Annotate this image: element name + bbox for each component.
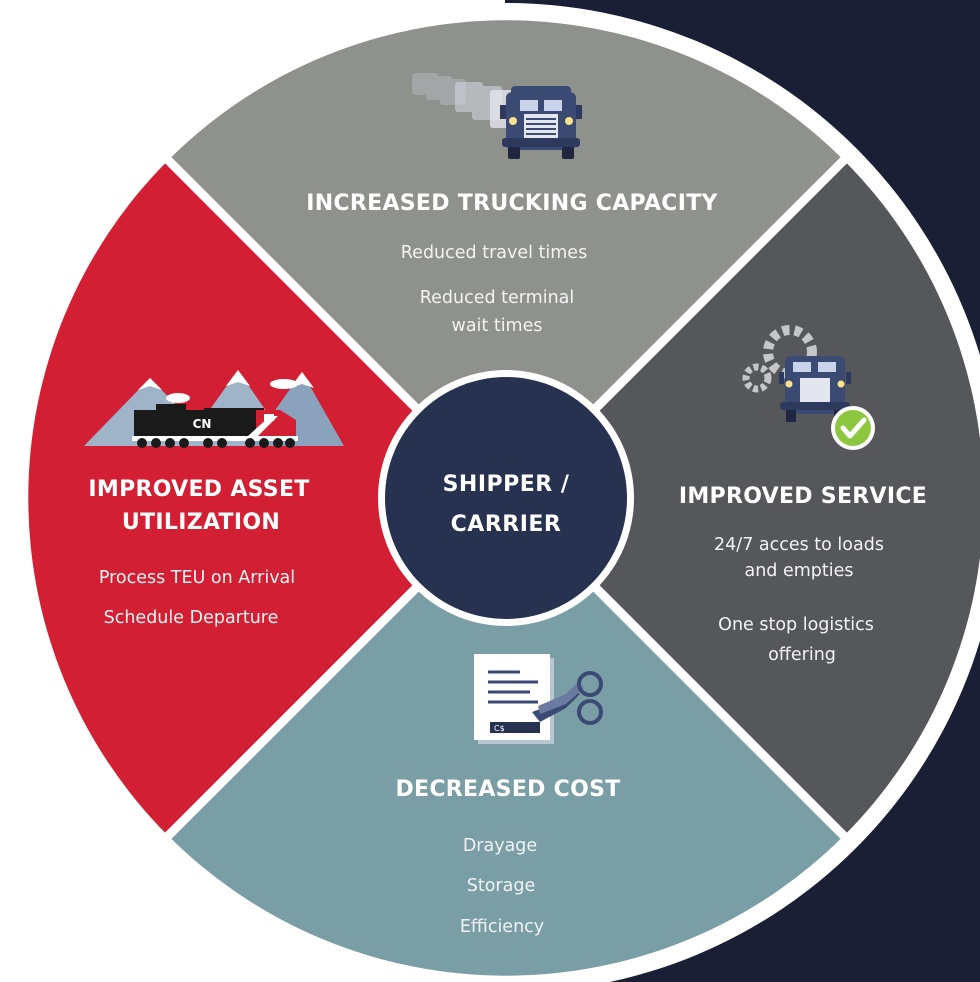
segment-bottom-item-1: Drayage bbox=[462, 836, 538, 856]
segment-left-title-line-1: IMPROVED ASSET bbox=[88, 477, 310, 502]
center-label-line-2: CARRIER bbox=[450, 512, 562, 537]
currency-label: C$ bbox=[494, 724, 505, 733]
segment-right[interactable] bbox=[506, 160, 980, 836]
segment-left-title-line-2: UTILIZATION bbox=[121, 510, 281, 535]
segment-right-title: IMPROVED SERVICE bbox=[678, 484, 928, 509]
truck-gears-check-icon bbox=[742, 325, 875, 450]
segment-right-item-3: One stop logistics bbox=[718, 615, 874, 635]
segment-left-item-1: Process TEU on Arrival bbox=[98, 568, 296, 588]
segment-bottom-title: DECREASED COST bbox=[395, 777, 621, 802]
segment-top-title: INCREASED TRUCKING CAPACITY bbox=[306, 191, 718, 216]
segment-top[interactable] bbox=[168, 20, 844, 499]
center-label-line-1: SHIPPER / bbox=[442, 472, 570, 497]
truck-convoy-icon bbox=[412, 73, 582, 159]
cn-logo-text: CN bbox=[193, 417, 212, 431]
segment-right-item-1: 24/7 acces to loads bbox=[714, 535, 884, 555]
invoice-scissors-icon: C$ bbox=[474, 654, 603, 744]
segment-left[interactable] bbox=[28, 160, 506, 836]
segment-right-item-2: and empties bbox=[744, 561, 854, 581]
segment-right-item-4: offering bbox=[768, 645, 836, 665]
center-circle[interactable] bbox=[385, 377, 627, 619]
segment-bottom-item-3: Efficiency bbox=[459, 917, 545, 937]
segment-top-item-3: wait times bbox=[451, 316, 543, 336]
segment-bottom-item-2: Storage bbox=[466, 876, 536, 896]
segment-top-item-1: Reduced travel times bbox=[400, 243, 588, 263]
segment-top-item-2: Reduced terminal bbox=[419, 288, 575, 308]
train-mountains-icon: CN bbox=[84, 370, 344, 448]
segment-left-item-2: Schedule Departure bbox=[103, 608, 279, 628]
